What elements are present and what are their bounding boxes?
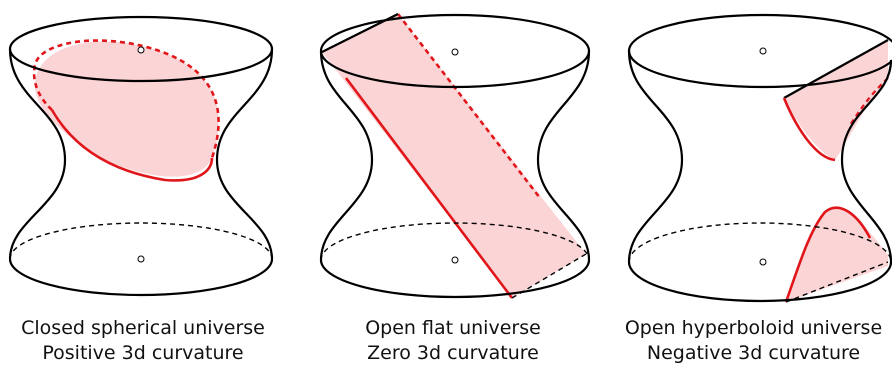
bottom-rim-back	[9, 222, 273, 260]
section-back-edge	[396, 13, 542, 199]
caption-subtitle: Positive 3d curvature	[42, 342, 244, 364]
right-waist	[215, 48, 274, 260]
bottom-rim-front	[8, 258, 274, 297]
section-fill	[784, 40, 888, 160]
caption-spherical: Closed spherical universe Positive 3d cu…	[0, 316, 286, 366]
top-center-point	[451, 48, 459, 56]
left-waist	[8, 48, 67, 260]
caption-title: Open hyperboloid universe	[624, 317, 883, 339]
section-bottom-chord	[785, 261, 889, 303]
panel-hyperboloid	[627, 13, 892, 303]
right-waist	[840, 59, 892, 263]
bottom-rim-back	[628, 222, 892, 263]
panel-spherical	[8, 15, 274, 297]
bottom-center-point	[137, 255, 145, 263]
section-back-edge	[32, 39, 220, 159]
section-front-edge	[50, 109, 214, 182]
caption-flat: Open flat universe Zero 3d curvature	[305, 316, 601, 366]
top-center-point	[759, 47, 767, 55]
top-center-point	[137, 46, 145, 54]
bottom-rim-front	[627, 261, 892, 303]
spherical-section	[32, 39, 220, 182]
section-back-edge	[849, 77, 889, 126]
caption-hyperboloid: Open hyperboloid universe Negative 3d cu…	[615, 316, 892, 366]
bottom-center-point	[451, 256, 459, 264]
bottom-center-point	[759, 258, 767, 266]
right-waist	[536, 50, 591, 261]
section-fill	[34, 41, 219, 177]
bottom-rim-back	[320, 222, 590, 261]
section-fill	[786, 207, 888, 302]
caption-title: Open flat universe	[365, 317, 541, 339]
panel-flat	[319, 13, 591, 299]
bottom-rim-front	[319, 259, 591, 299]
hyperboloid-lower-section	[784, 206, 889, 303]
hyperboloid-upper-section	[782, 39, 889, 162]
section-fill	[322, 14, 586, 298]
section-top-chord	[783, 39, 889, 99]
left-waist	[627, 50, 684, 263]
left-waist	[319, 50, 374, 261]
caption-subtitle: Zero 3d curvature	[367, 342, 539, 364]
caption-title: Closed spherical universe	[21, 317, 265, 339]
section-curve	[784, 206, 872, 303]
caption-subtitle: Negative 3d curvature	[646, 342, 861, 364]
section-front-edge	[344, 77, 514, 299]
section-curve	[782, 97, 836, 162]
flat-section	[321, 13, 587, 299]
